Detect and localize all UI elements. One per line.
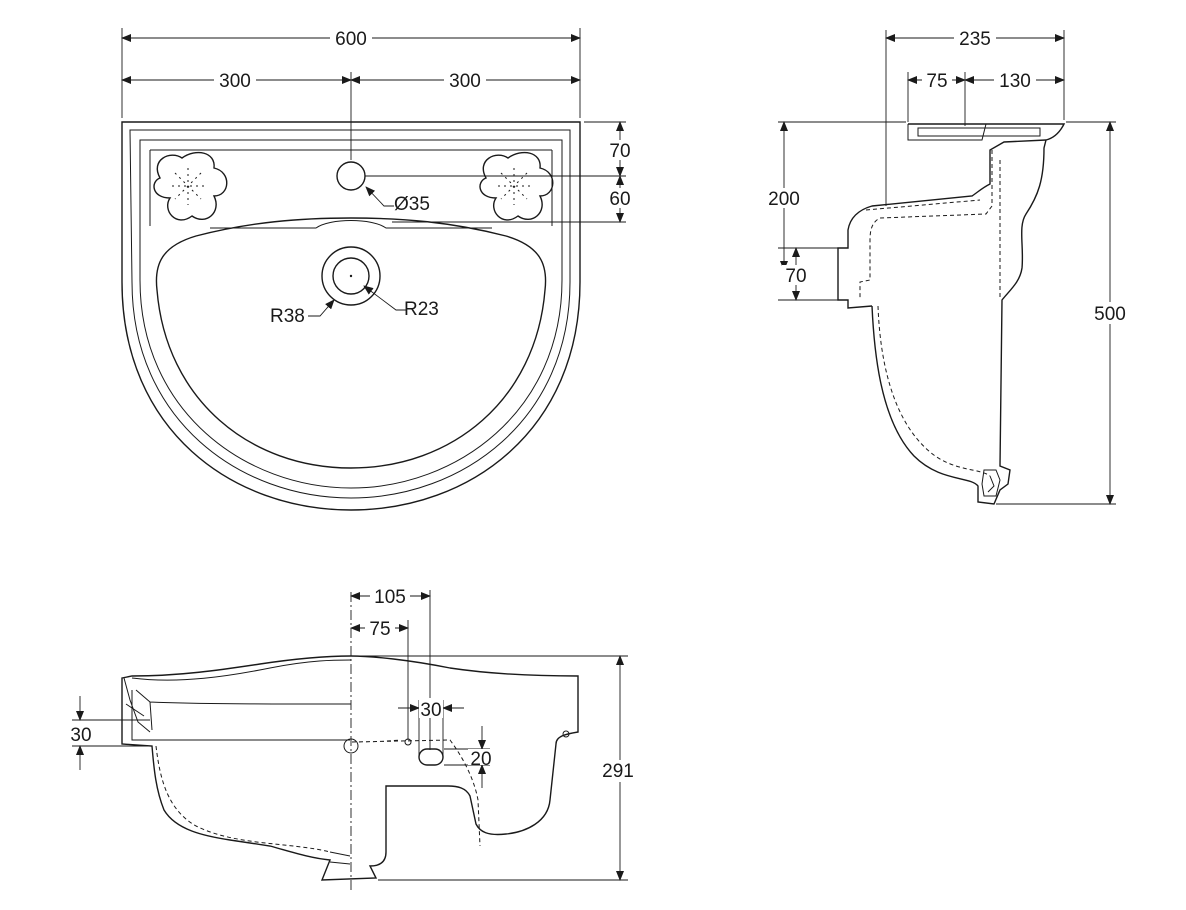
front-fixing-hole	[562, 730, 570, 738]
dim-label-r23: R23	[404, 299, 439, 320]
front-bowl-inner-dashed	[155, 739, 481, 853]
dim-label-diameter-35: Ø35	[394, 194, 430, 215]
label-bg	[994, 70, 1036, 90]
dim-label-70-side: 70	[785, 266, 806, 287]
dim-label-300-right: 300	[449, 71, 481, 92]
basin-outer-outline	[121, 121, 581, 511]
side-rim-top-detail	[907, 123, 1041, 141]
side-rim	[837, 123, 1066, 309]
front-overflow-slot	[418, 748, 444, 766]
dim-label-130: 130	[999, 71, 1031, 92]
dim-label-600: 600	[335, 29, 367, 50]
tap-rosette-left	[153, 151, 228, 221]
dim-label-75: 75	[926, 71, 947, 92]
basin-bowl	[155, 217, 547, 469]
dim-label-r38: R38	[270, 306, 305, 327]
side-bowl-outer	[871, 139, 1047, 505]
label-bg	[365, 618, 395, 638]
waste-inner	[332, 257, 370, 295]
dim-label-75-front: 75	[369, 619, 390, 640]
leader-tap-hole	[365, 186, 394, 207]
dim-label-200: 200	[768, 189, 800, 210]
label-bg	[66, 725, 96, 743]
front-view: 105 75 30 20 30 291	[66, 586, 642, 890]
label-bg	[604, 140, 636, 160]
front-top-rim	[121, 655, 579, 881]
dim-label-300-left: 300	[219, 71, 251, 92]
front-rim-left-corner	[123, 677, 151, 733]
dim-label-291: 291	[602, 761, 634, 782]
waste-centre-mark	[349, 274, 353, 278]
plan-view: 600 300 300 70 60 Ø35 R38 R23	[121, 28, 636, 511]
label-bg	[922, 70, 952, 90]
label-bg	[444, 70, 486, 90]
tap-hole	[336, 161, 366, 191]
label-bg	[370, 586, 410, 606]
waste-outer	[321, 246, 381, 306]
basin-inner-rim	[139, 139, 563, 489]
tap-rosette-right	[479, 151, 554, 221]
label-bg	[1088, 302, 1132, 324]
side-waste-outlet	[981, 469, 1001, 497]
dim-label-20: 20	[470, 749, 491, 770]
side-bowl-inner	[877, 305, 991, 477]
dim-label-500: 500	[1094, 304, 1126, 325]
dim-label-105: 105	[374, 587, 406, 608]
label-bg	[330, 28, 372, 48]
basin-rim-outline	[129, 129, 571, 499]
label-bg	[419, 698, 443, 718]
label-bg	[782, 265, 810, 285]
front-waste-lines	[329, 786, 387, 865]
dim-label-70: 70	[609, 141, 630, 162]
label-bg	[468, 749, 494, 765]
dim-label-235: 235	[959, 29, 991, 50]
label-bg	[604, 188, 636, 208]
dim-label-30-v: 30	[70, 725, 91, 746]
dim-label-30-h: 30	[420, 700, 441, 721]
leader-r38	[308, 299, 335, 317]
label-bg	[762, 188, 806, 208]
front-tap-hole	[343, 738, 359, 754]
front-rim-inner	[121, 659, 352, 744]
label-bg	[214, 70, 256, 90]
leader-r23	[363, 285, 406, 311]
label-bg	[954, 28, 996, 48]
dim-label-60: 60	[609, 189, 630, 210]
side-view: 235 75 130 200 70 500	[762, 28, 1132, 505]
label-bg	[598, 760, 642, 782]
side-overflow-channel	[859, 150, 1001, 300]
